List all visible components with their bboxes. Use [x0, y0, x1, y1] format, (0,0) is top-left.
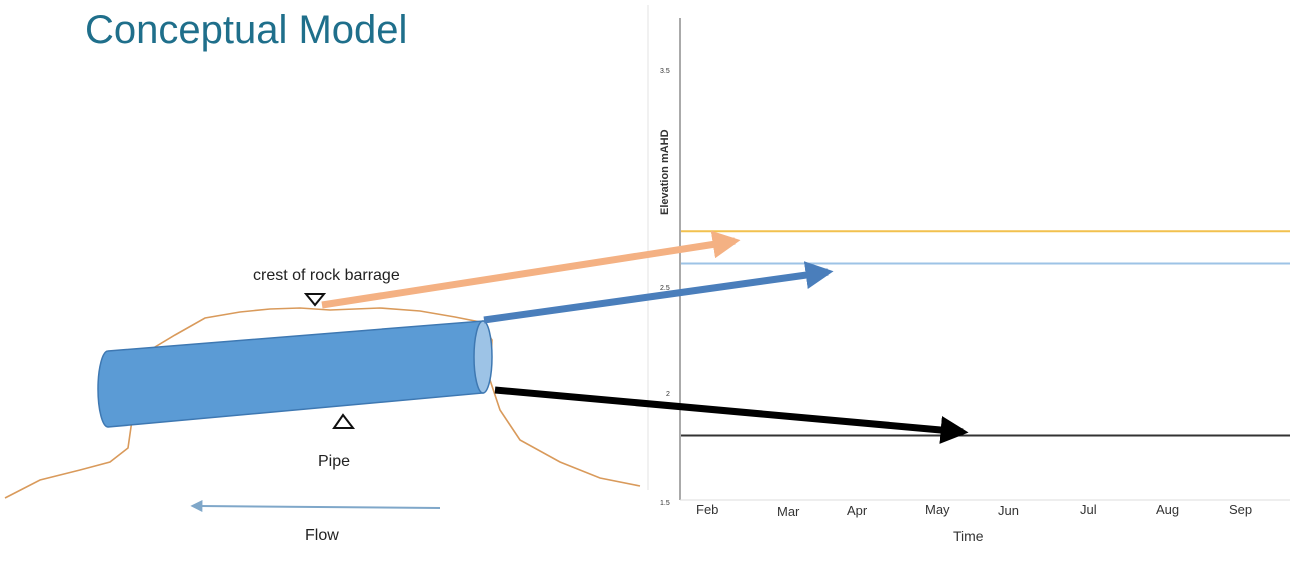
x-tick-label: Feb — [696, 502, 718, 517]
crest-label: crest of rock barrage — [253, 267, 400, 284]
x-tick-label: Sep — [1229, 502, 1252, 517]
x-tick-label: Mar — [777, 504, 800, 519]
elevation-chart: Elevation mAHD 3.5 2.5 2 1.5 Feb Mar Apr… — [647, 5, 1290, 544]
pipe-cylinder — [97, 320, 493, 428]
x-tick-label: Apr — [847, 503, 868, 518]
y-axis-title: Elevation mAHD — [659, 129, 671, 215]
x-tick-label: Aug — [1156, 502, 1179, 517]
y-tick-label: 2 — [666, 391, 670, 398]
crest-marker-icon — [303, 293, 327, 307]
flow-label: Flow — [305, 527, 339, 544]
pipe-end — [473, 320, 493, 394]
y-tick-label: 2.5 — [660, 285, 670, 292]
pipe-label: Pipe — [318, 453, 350, 470]
pipe-invert-to-chart-arrow — [494, 386, 969, 444]
y-tick-label: 1.5 — [660, 500, 670, 507]
page-title: Conceptual Model — [85, 8, 408, 52]
crest-to-chart-arrow — [321, 230, 741, 309]
flow-arrow — [190, 500, 441, 513]
pipe-top-to-chart-arrow — [483, 261, 834, 324]
y-tick-label: 3.5 — [660, 68, 670, 75]
x-tick-label: Jul — [1080, 502, 1097, 517]
x-axis-title: Time — [953, 528, 984, 544]
pipe-marker-icon — [332, 413, 356, 429]
x-tick-label: May — [925, 502, 950, 517]
x-tick-label: Jun — [998, 503, 1019, 518]
pipe-body — [97, 320, 484, 428]
rock-barrage-outline — [4, 307, 641, 499]
